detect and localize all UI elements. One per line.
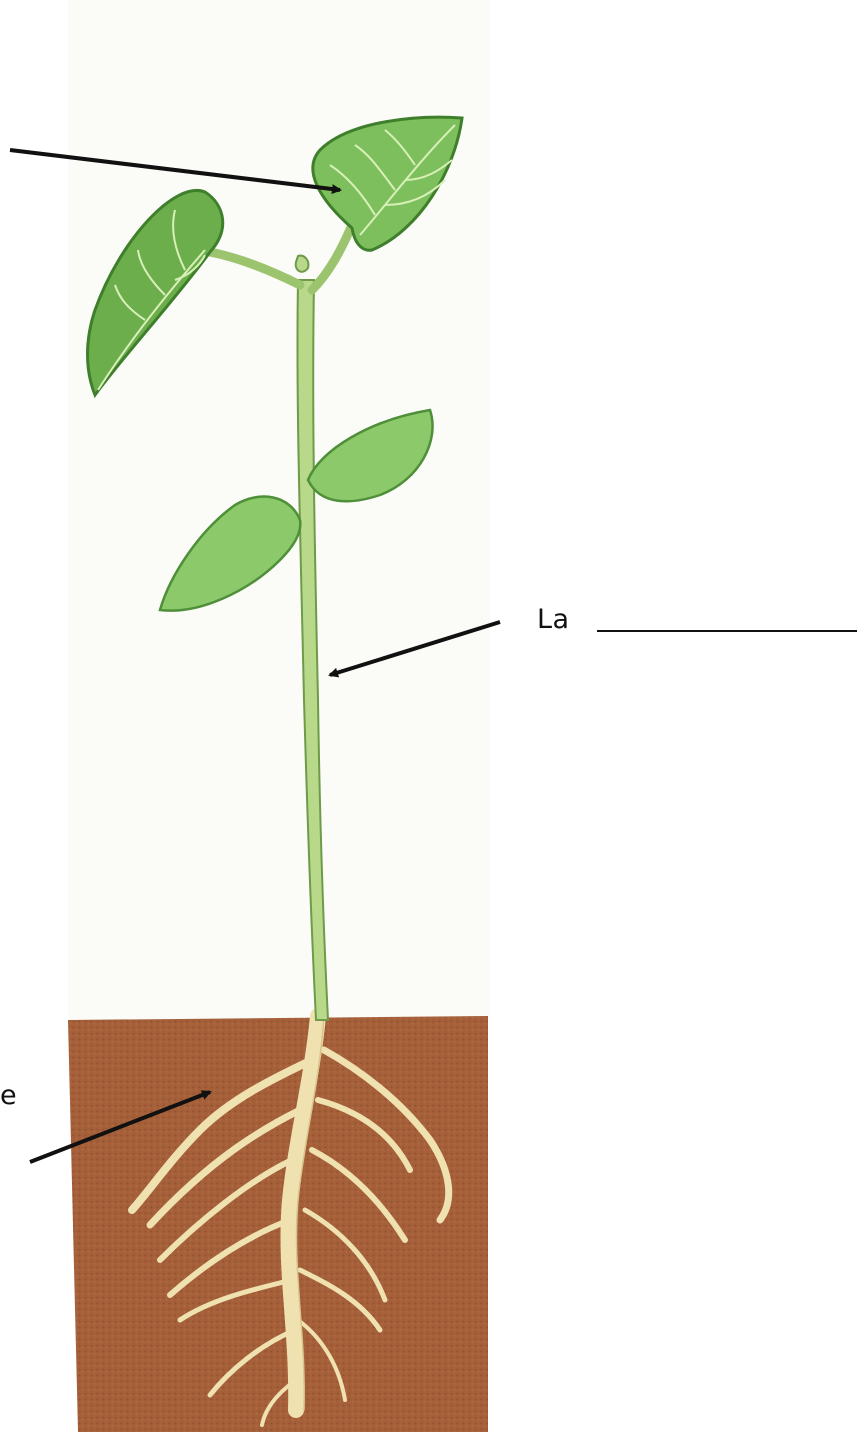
root-label-fragment: e <box>0 1080 17 1111</box>
stem-label-prefix: La <box>537 604 570 635</box>
stem-answer-blank[interactable] <box>597 630 857 632</box>
